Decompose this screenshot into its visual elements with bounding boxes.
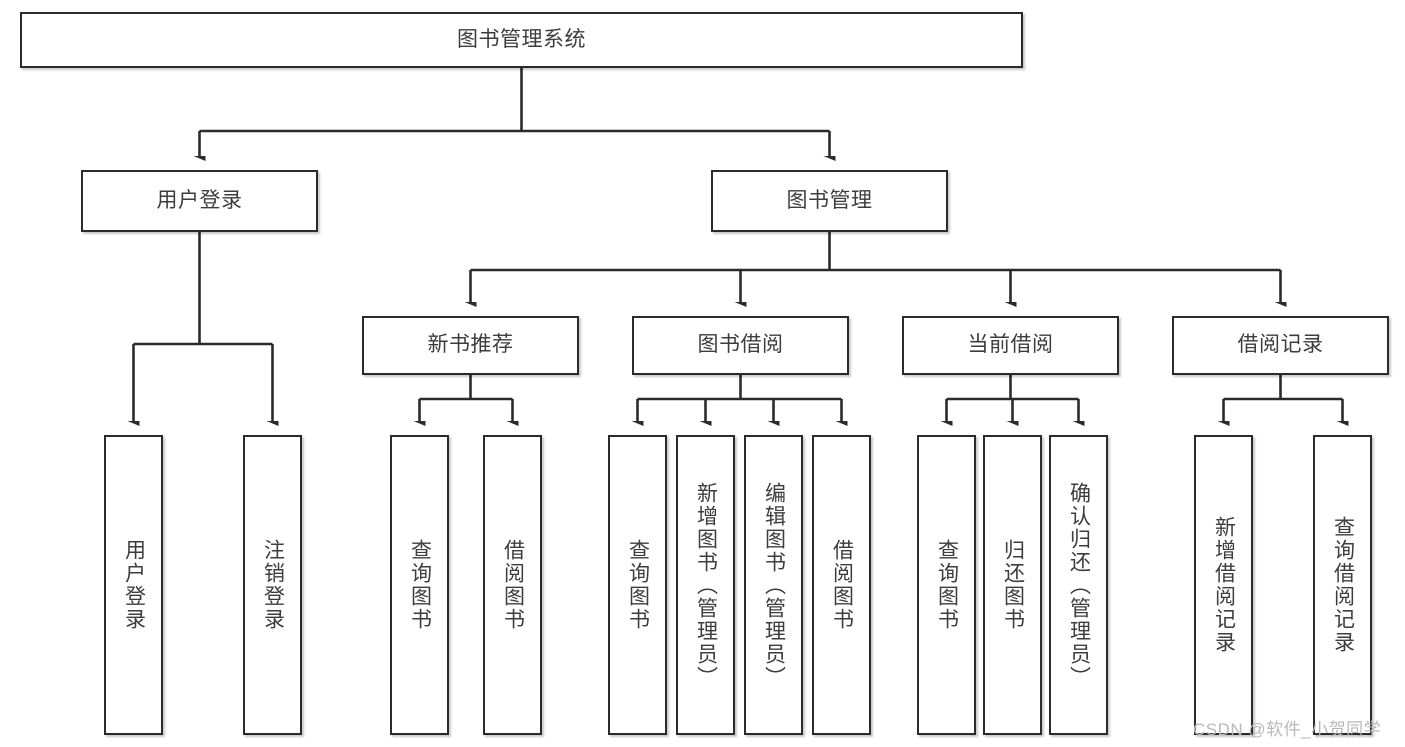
node-label: 新书推荐 <box>427 333 514 357</box>
node-label: 查询图书 <box>935 539 959 631</box>
node-label: 借阅记录 <box>1237 333 1324 357</box>
node-label: 查询借阅记录 <box>1331 516 1355 654</box>
node-label: 图书管理 <box>786 188 873 212</box>
node-label: 图书借阅 <box>697 333 784 357</box>
node-current-borrow[interactable]: 当前借阅 <box>902 316 1119 375</box>
node-new-book-recommend[interactable]: 新书推荐 <box>362 316 579 375</box>
node-leaf-confirm-return[interactable]: 确认归还（管理员） <box>1049 435 1108 735</box>
node-label: 用户登录 <box>122 539 146 631</box>
node-label: 借阅图书 <box>501 539 525 631</box>
node-book-borrow[interactable]: 图书借阅 <box>632 316 849 375</box>
node-leaf-query-book-3[interactable]: 查询图书 <box>917 435 976 735</box>
node-borrow-record[interactable]: 借阅记录 <box>1172 316 1389 375</box>
node-leaf-borrow-book-2[interactable]: 借阅图书 <box>812 435 871 735</box>
node-user-login[interactable]: 用户登录 <box>81 170 318 232</box>
node-label: 归还图书 <box>1001 539 1025 631</box>
node-leaf-logout[interactable]: 注销登录 <box>243 435 302 735</box>
node-leaf-query-book-2[interactable]: 查询图书 <box>608 435 667 735</box>
node-root[interactable]: 图书管理系统 <box>20 12 1023 68</box>
node-leaf-add-record[interactable]: 新增借阅记录 <box>1194 435 1253 735</box>
node-leaf-edit-book[interactable]: 编辑图书（管理员） <box>744 435 803 735</box>
node-leaf-borrow-book-1[interactable]: 借阅图书 <box>483 435 542 735</box>
node-label: 确认归还（管理员） <box>1067 481 1091 689</box>
node-label: 新增图书（管理员） <box>694 481 718 689</box>
csdn-watermark: CSDN @软件_小贺同学 <box>1193 720 1382 739</box>
node-label: 查询图书 <box>408 539 432 631</box>
node-label: 用户登录 <box>156 188 243 212</box>
node-label: 注销登录 <box>261 539 285 631</box>
node-book-manage[interactable]: 图书管理 <box>711 170 948 232</box>
node-leaf-user-login[interactable]: 用户登录 <box>104 435 163 735</box>
node-leaf-return-book[interactable]: 归还图书 <box>983 435 1042 735</box>
node-label: 借阅图书 <box>830 539 854 631</box>
node-label: 新增借阅记录 <box>1212 516 1236 654</box>
node-label: 查询图书 <box>626 539 650 631</box>
node-leaf-query-book-1[interactable]: 查询图书 <box>390 435 449 735</box>
node-leaf-add-book[interactable]: 新增图书（管理员） <box>676 435 735 735</box>
node-label: 编辑图书（管理员） <box>762 481 786 689</box>
node-label: 当前借阅 <box>967 333 1054 357</box>
node-label: 图书管理系统 <box>457 27 586 51</box>
node-leaf-query-record[interactable]: 查询借阅记录 <box>1313 435 1372 735</box>
